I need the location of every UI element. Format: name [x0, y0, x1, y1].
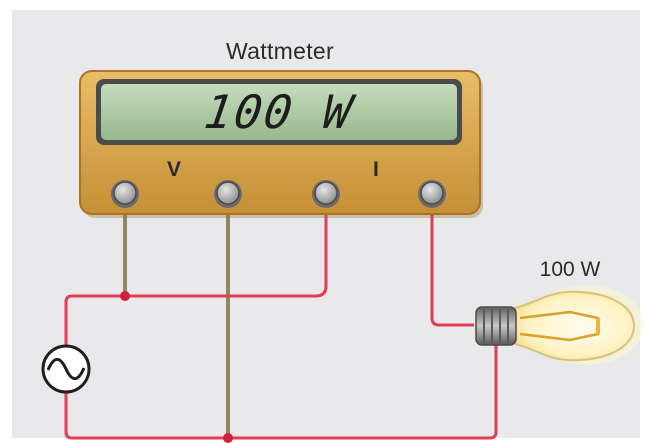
light-bulb-icon [475, 285, 644, 365]
terminal-icon[interactable] [312, 180, 340, 208]
wattmeter-title: Wattmeter [226, 38, 334, 64]
voltage-terminal-label: V [167, 158, 182, 181]
terminal-icon[interactable] [418, 180, 446, 208]
wattmeter-body [79, 70, 483, 218]
ac-source-icon [41, 344, 91, 394]
wattmeter-reading: 100 W [200, 85, 358, 139]
current-wires [64, 196, 498, 440]
current-terminal-label: I [373, 158, 379, 181]
terminal-icon[interactable] [214, 180, 242, 208]
junction-dot [120, 291, 130, 301]
junction-dot [223, 433, 233, 443]
terminal-icon[interactable] [111, 180, 139, 208]
bulb-power-label: 100 W [539, 258, 601, 281]
